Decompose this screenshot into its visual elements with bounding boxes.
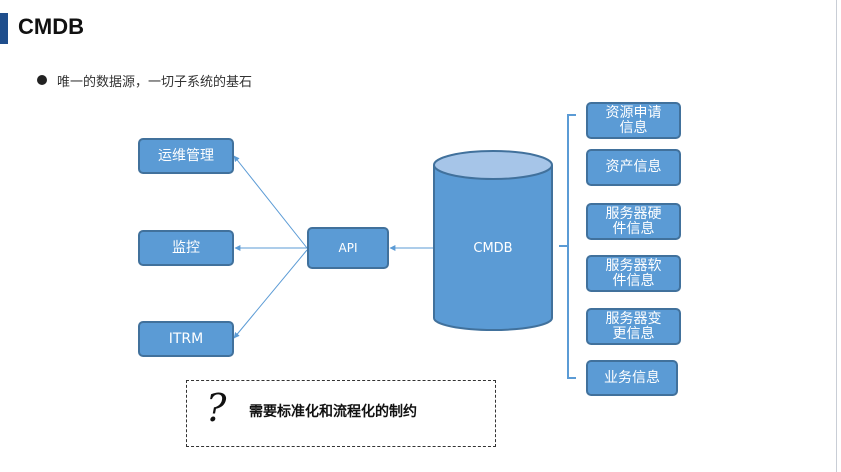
right-brace [559, 114, 576, 379]
node-server-software-info: 服务器软 件信息 [586, 255, 681, 292]
node-itrm: ITRM [138, 321, 234, 357]
database-cylinder-icon [433, 150, 553, 331]
constraint-note-box [186, 380, 496, 447]
node-business-info: 业务信息 [586, 360, 678, 396]
arrow-api-to-itrm [233, 249, 308, 339]
database-label: CMDB [473, 241, 513, 256]
page-title: CMDB [18, 14, 84, 39]
bullet-icon [37, 75, 47, 85]
node-monitoring: 监控 [138, 230, 234, 266]
node-resource-request-info: 资源申请 信息 [586, 102, 681, 139]
constraint-note-text: 需要标准化和流程化的制约 [249, 404, 417, 420]
subtitle-text: 唯一的数据源，一切子系统的基石 [57, 75, 253, 90]
node-server-change-info: 服务器变 更信息 [586, 308, 681, 345]
node-server-hardware-info: 服务器硬 件信息 [586, 203, 681, 240]
title-accent-bar [0, 13, 8, 44]
slide-edge-divider [836, 0, 837, 472]
node-ops-management: 运维管理 [138, 138, 234, 174]
question-mark-icon: ? [206, 386, 227, 430]
arrow-api-to-ops [233, 155, 308, 249]
node-asset-info: 资产信息 [586, 149, 681, 186]
node-api: API [307, 227, 389, 269]
